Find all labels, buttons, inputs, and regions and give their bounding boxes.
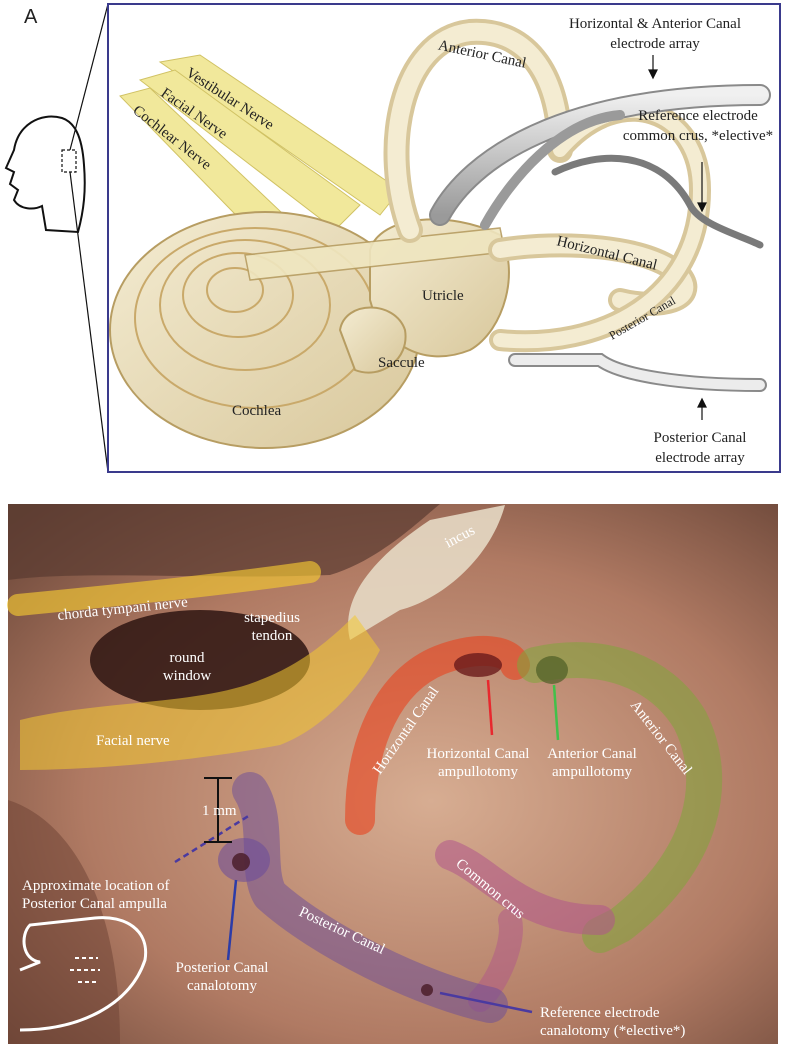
label-pc-canal-2: canalotomy xyxy=(187,978,257,994)
electrode-arrays xyxy=(429,84,771,392)
zoom-line-top xyxy=(69,3,109,151)
label-stapedius-1: stapedius xyxy=(244,610,300,626)
label-ref-b-1: Reference electrode xyxy=(540,1005,660,1021)
label-round-2: window xyxy=(163,668,212,684)
label-hc-amp-1: Horizontal Canal xyxy=(427,746,530,762)
label-pc-array-1: Posterior Canal xyxy=(654,430,747,446)
label-hc-amp-2: ampullotomy xyxy=(438,764,518,780)
label-facial-nerve-b: Facial nerve xyxy=(96,733,170,749)
label-scale: 1 mm xyxy=(202,803,237,819)
cavity-shadow xyxy=(8,504,440,580)
label-ha-array-2: electrode array xyxy=(610,36,700,52)
label-pc-array-2: electrode array xyxy=(655,450,745,466)
head-icon xyxy=(4,115,86,234)
incus-bone xyxy=(348,505,505,640)
label-ac-amp-1: Anterior Canal xyxy=(547,746,637,762)
label-round-1: round xyxy=(170,650,205,666)
incision-marks xyxy=(232,653,568,996)
zoom-line-bottom xyxy=(69,171,109,473)
skull-orientation-icon xyxy=(19,916,148,1032)
panel-a-label: A xyxy=(24,6,38,28)
scale-bar xyxy=(204,777,232,843)
label-ref-2: common crus, *elective* xyxy=(623,128,773,144)
label-pc-canal-1: Posterior Canal xyxy=(176,960,269,976)
label-ac-amp-2: ampullotomy xyxy=(552,764,632,780)
label-utricle: Utricle xyxy=(422,288,464,304)
label-ref-b-2: canalotomy (*elective*) xyxy=(540,1023,685,1039)
pointer-lines xyxy=(174,679,560,1014)
cochlea-shape xyxy=(109,211,421,449)
label-approx-2: Posterior Canal ampulla xyxy=(22,896,167,912)
label-ref-1: Reference electrode xyxy=(638,108,758,124)
label-ha-array-1: Horizontal & Anterior Canal xyxy=(569,16,741,32)
label-stapedius-2: tendon xyxy=(252,628,293,644)
semicircular-canals xyxy=(383,18,712,353)
label-saccule: Saccule xyxy=(378,355,425,371)
label-approx-1: Approximate location of xyxy=(22,878,169,894)
label-cochlea: Cochlea xyxy=(232,403,281,419)
nerve-bundle xyxy=(119,54,401,251)
annotation-arrows xyxy=(648,55,707,420)
